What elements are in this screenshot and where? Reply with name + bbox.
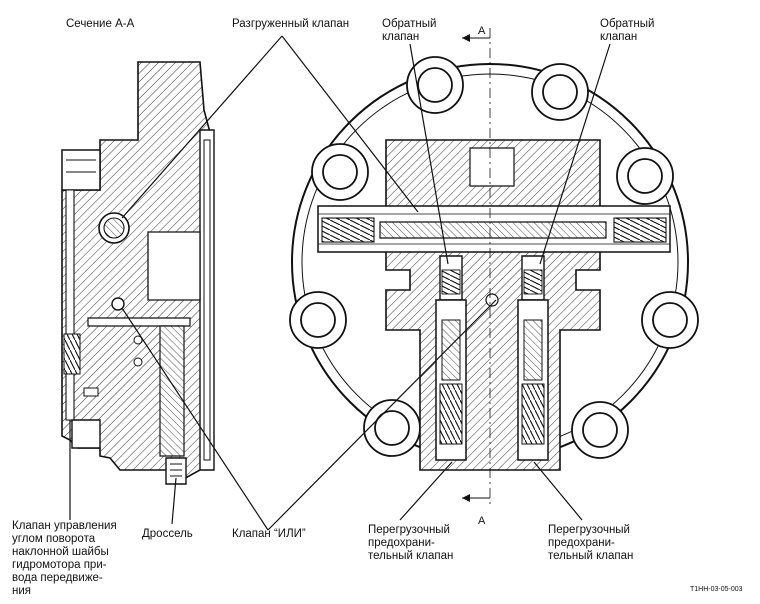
label-throttle: Дроссель xyxy=(142,528,193,540)
label-or-valve: Клапан “ИЛИ” xyxy=(232,528,306,540)
front-view xyxy=(289,28,699,506)
mounting-lugs xyxy=(289,56,699,459)
label-check-valve-left: Обратный клапан xyxy=(382,18,437,43)
label-check-valve-right: Обратный клапан xyxy=(600,18,655,43)
label-relief-valve-left: Перегрузочный предохрани- тельный клапан xyxy=(368,524,454,562)
label-unloaded-valve: Разгруженный клапан xyxy=(232,18,350,30)
section-mark-bottom: A xyxy=(478,515,486,527)
label-relief-valve-right: Перегрузочный предохрани- тельный клапан xyxy=(548,524,634,562)
figure-code: T1HH-03-05-003 xyxy=(690,586,743,593)
section-mark-top: A xyxy=(478,25,486,37)
section-view xyxy=(61,61,215,485)
label-section: Сечение А-А xyxy=(66,18,135,30)
label-swash-control-valve: Клапан управления углом поворота наклонн… xyxy=(12,520,117,597)
leader-lines xyxy=(69,35,611,531)
